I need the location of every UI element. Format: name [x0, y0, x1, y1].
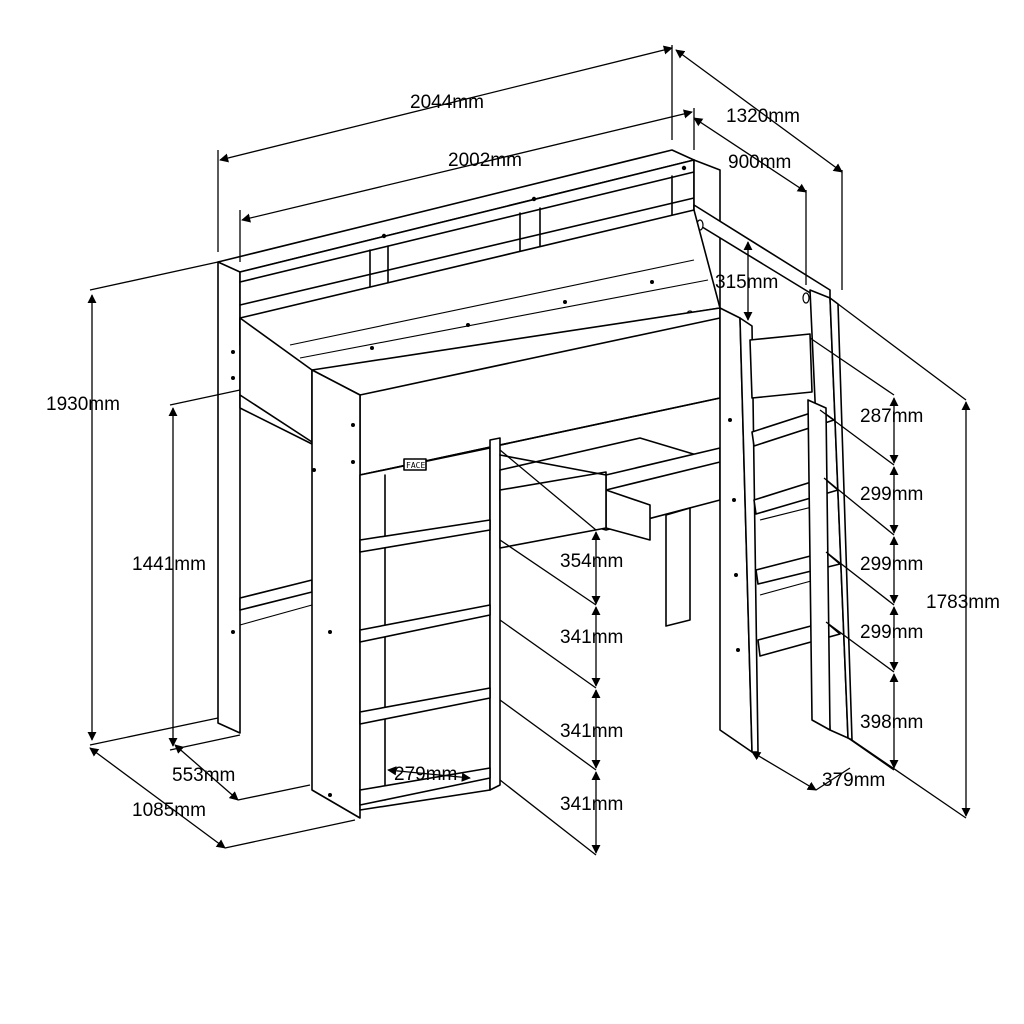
face-tag-label: FACE	[406, 461, 425, 470]
dim-rail-height: 315mm	[715, 272, 778, 293]
bookshelf-side	[489, 437, 501, 791]
ladder-back-post	[807, 399, 831, 731]
face-tag	[403, 458, 427, 471]
dimension-lines	[87, 45, 971, 856]
dim-overall-height: 1930mm	[46, 394, 120, 415]
dim-shelf-1: 354mm	[560, 551, 623, 572]
shelf-2	[359, 604, 491, 643]
dim-shelf-4: 341mm	[560, 794, 623, 815]
ladder-top-panel	[749, 333, 813, 399]
back-lower-rail	[239, 579, 313, 611]
dimension-labels: 2044mm 2002mm 1320mm 900mm 315mm 1930mm …	[46, 92, 1000, 821]
desk-leg	[665, 507, 691, 627]
shelf-3	[359, 687, 491, 725]
dim-shelf-depth: 279mm	[394, 764, 457, 785]
dim-overall-length: 2044mm	[410, 92, 484, 113]
desk-panel	[499, 471, 607, 549]
dim-overall-depth: 1320mm	[726, 106, 800, 127]
dim-ladder-depth: 900mm	[728, 152, 791, 173]
dim-ladder-step-bottom: 398mm	[860, 712, 923, 733]
bed-frame: FACE	[217, 149, 853, 819]
dim-ladder-width: 379mm	[822, 770, 885, 791]
dim-end-depth: 553mm	[172, 765, 235, 786]
dim-ladder-step-1: 287mm	[860, 406, 923, 427]
dim-under-bed-height: 1441mm	[132, 554, 206, 575]
dim-inner-length: 2002mm	[448, 150, 522, 171]
back-left-leg	[217, 261, 241, 734]
dim-overall-width: 1085mm	[132, 800, 206, 821]
dim-ladder-step-4: 299mm	[860, 622, 923, 643]
dim-ladder-height: 1783mm	[926, 592, 1000, 613]
dim-ladder-step-3: 299mm	[860, 554, 923, 575]
shelf-1	[359, 519, 491, 553]
dim-shelf-3: 341mm	[560, 721, 623, 742]
dim-ladder-step-2: 299mm	[860, 484, 923, 505]
dim-shelf-2: 341mm	[560, 627, 623, 648]
front-left-leg	[311, 369, 361, 819]
